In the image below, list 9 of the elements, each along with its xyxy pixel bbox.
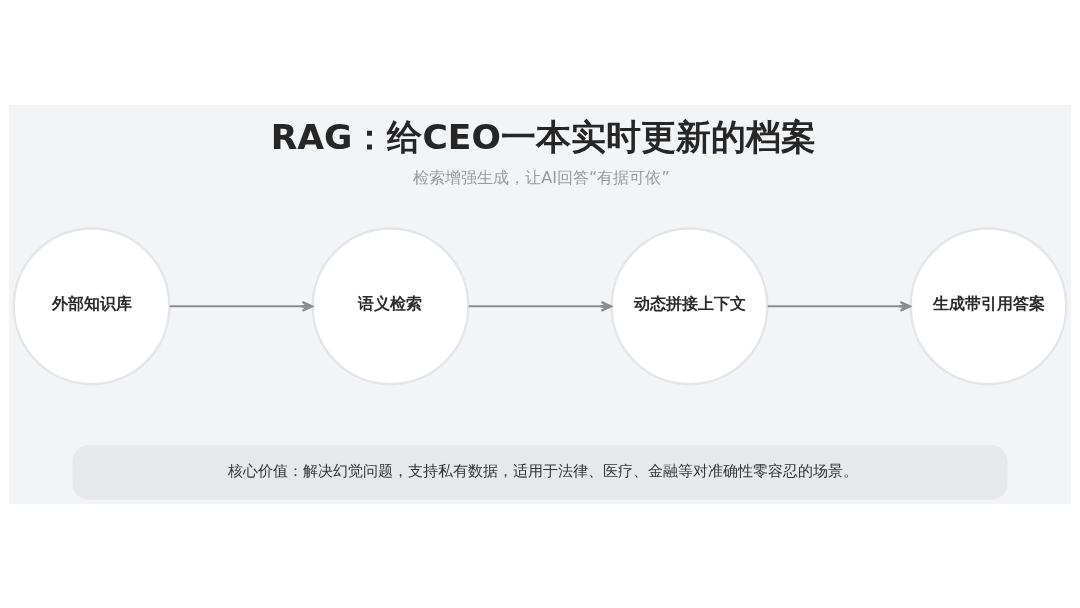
node-circle: 语义检索	[311, 226, 470, 385]
arrow	[766, 300, 912, 312]
diagram-title: RAG：给CEO一本实时更新的档案	[270, 116, 816, 157]
node-circle: 动态拼接上下文	[610, 226, 769, 385]
caption: 检索增强生成，让AI回答“有据可依”	[413, 167, 670, 187]
node-circle: 生成带引用答案	[909, 226, 1068, 385]
arrow	[467, 300, 613, 312]
node-circle: 外部知识库	[12, 226, 171, 385]
arrow	[168, 300, 314, 312]
